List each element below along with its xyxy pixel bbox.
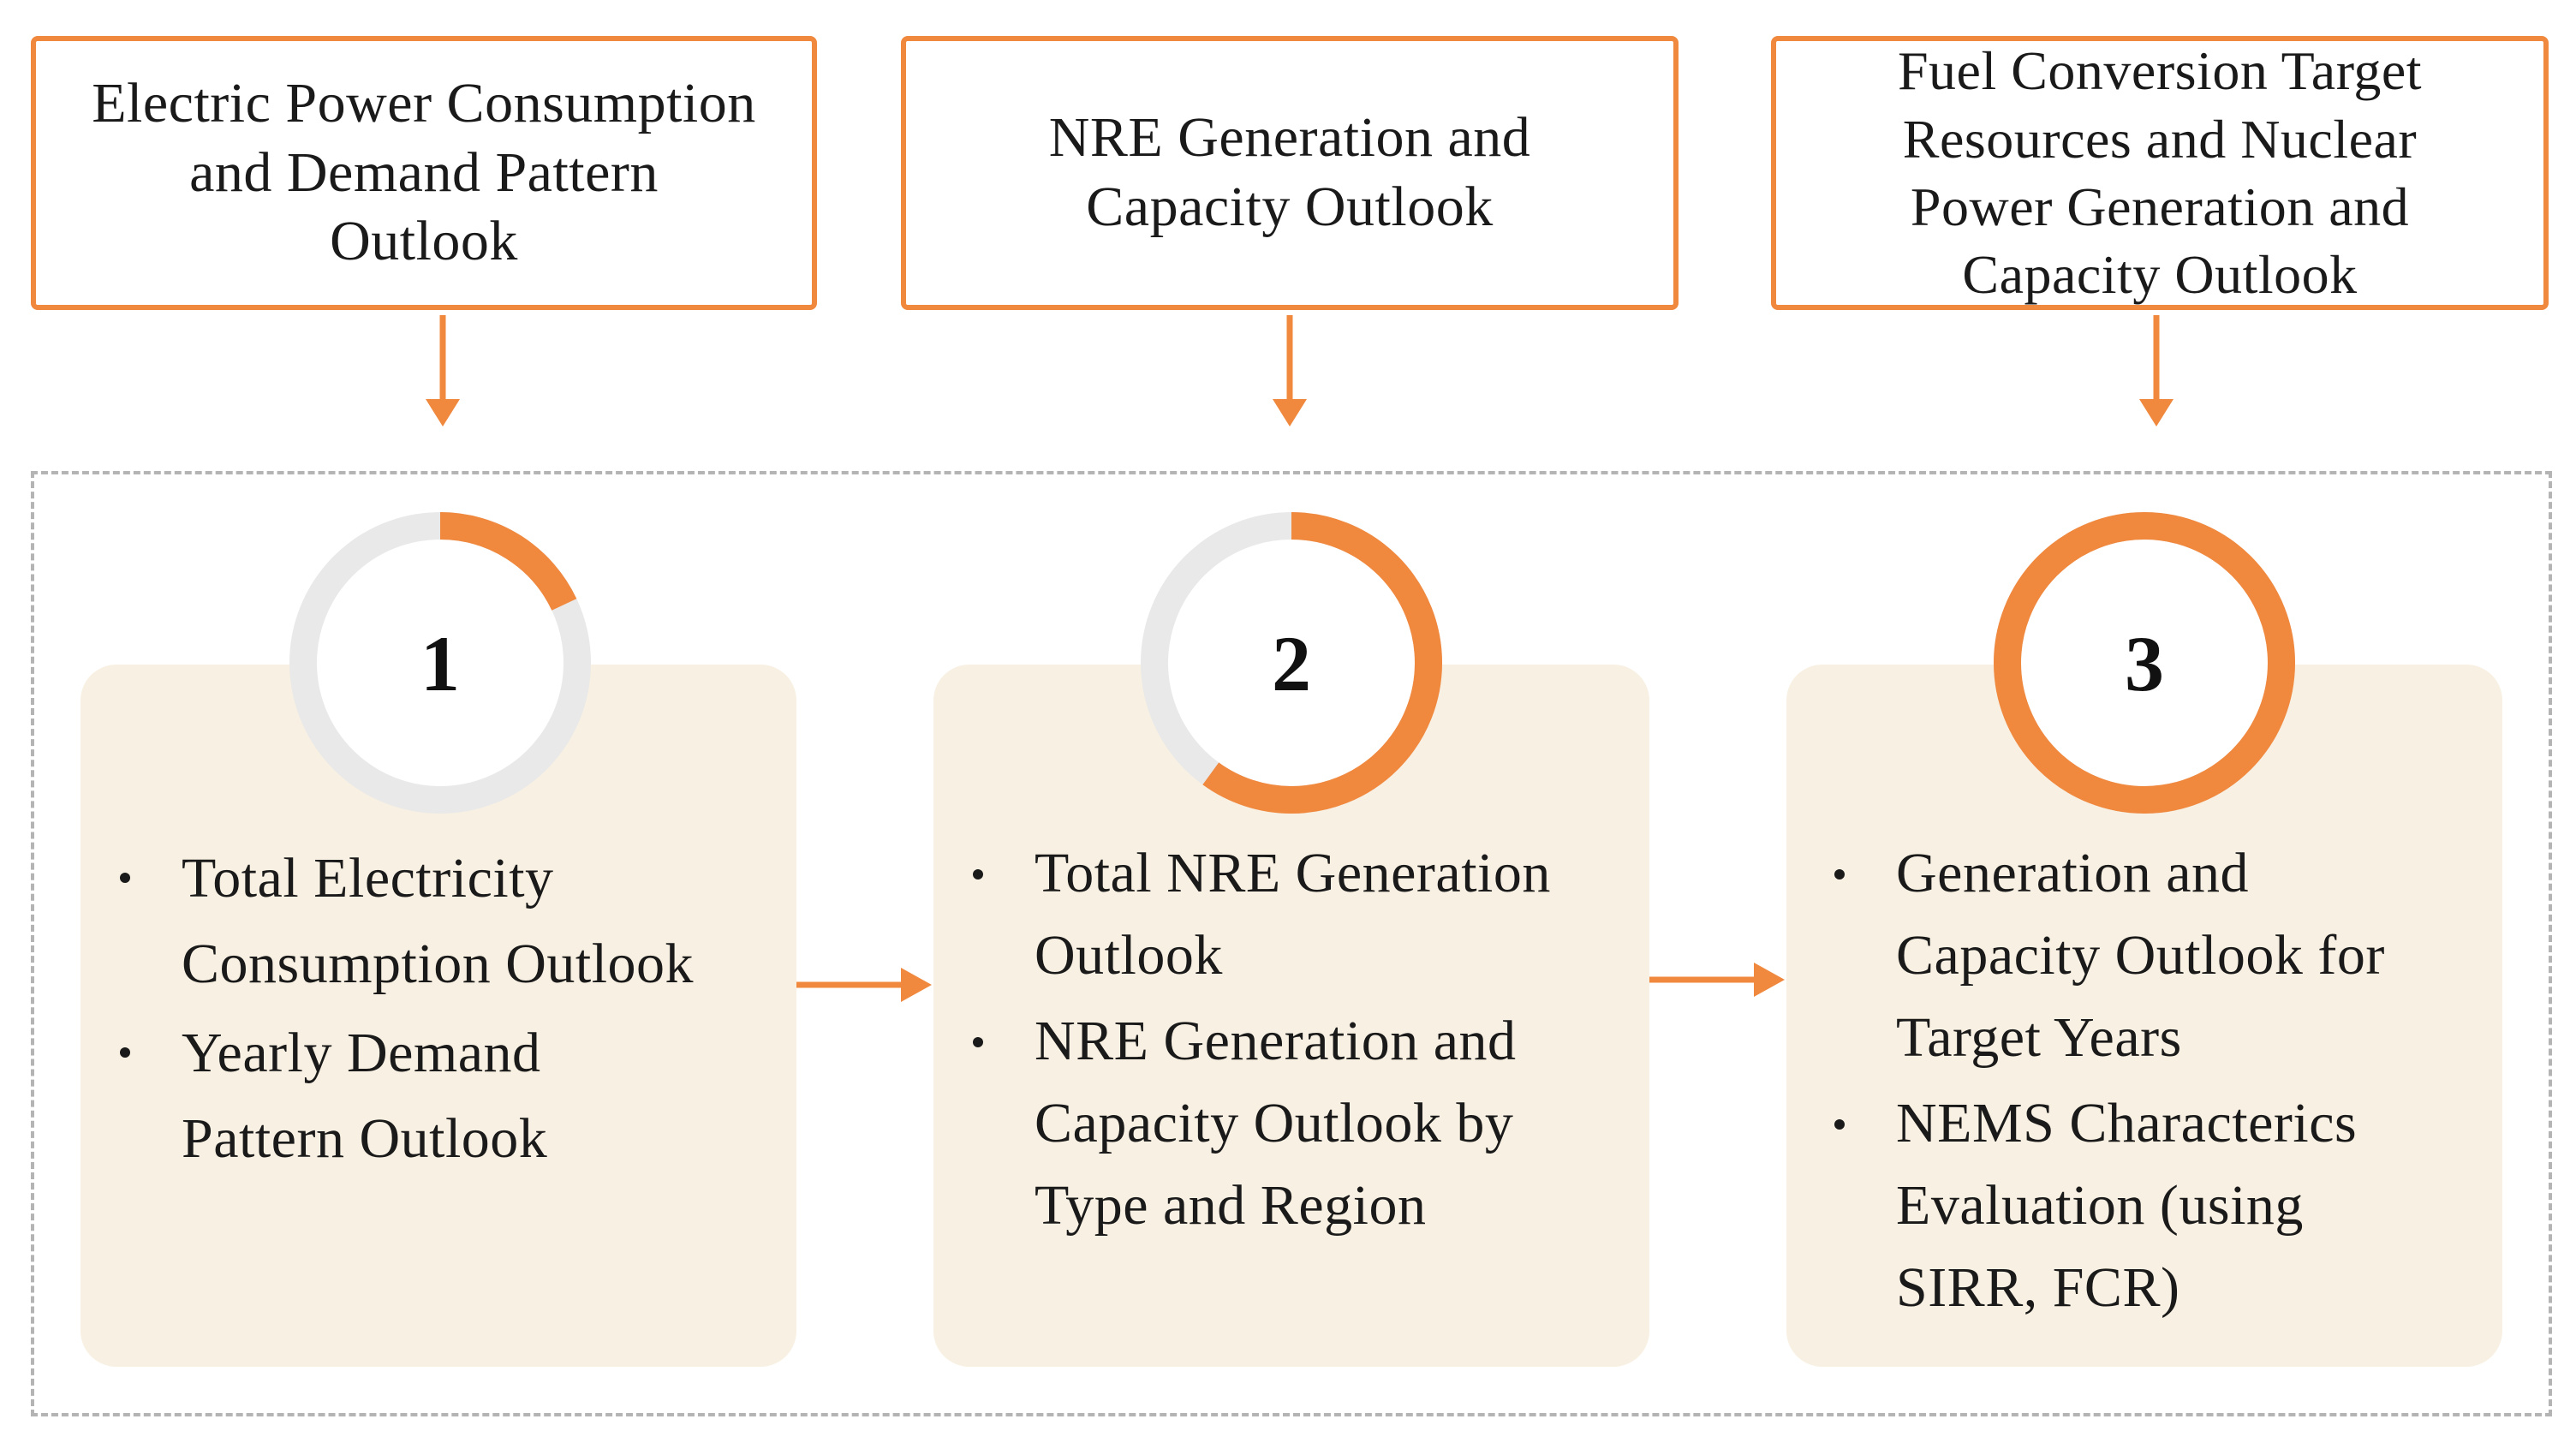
bullet-line: SIRR, FCR) bbox=[1896, 1256, 2180, 1319]
step-2-bullet-list: Total NRE Generation Outlook NRE Generat… bbox=[933, 832, 1649, 1250]
ring-progress-arc bbox=[289, 512, 591, 814]
ring-progress-arc bbox=[1141, 512, 1442, 814]
right-arrow-icon bbox=[796, 968, 932, 1002]
bullet-icon bbox=[1834, 869, 1845, 880]
list-item: Yearly Demand Pattern Outlook bbox=[80, 1011, 796, 1182]
step-3-bullet-list: Generation and Capacity Outlook for Targ… bbox=[1795, 832, 2511, 1333]
step-number: 3 bbox=[2125, 620, 2164, 707]
input-box-line: Power Generation and bbox=[1910, 176, 2410, 237]
bullet-line: Capacity Outlook for bbox=[1896, 924, 2385, 987]
ring-progress-arc bbox=[1994, 512, 2295, 814]
input-box-line: NRE Generation and bbox=[1048, 106, 1531, 170]
down-arrow-icon bbox=[2139, 315, 2174, 426]
process-frame bbox=[31, 471, 2552, 1416]
list-item: NRE Generation and Capacity Outlook by T… bbox=[933, 1000, 1649, 1247]
list-item: Generation and Capacity Outlook for Targ… bbox=[1795, 832, 2511, 1079]
input-box-fuel-conversion: Fuel Conversion Target Resources and Nuc… bbox=[1771, 36, 2549, 310]
list-item: NEMS Characterics Evaluation (using SIRR… bbox=[1795, 1082, 2511, 1329]
bullet-line: Yearly Demand bbox=[182, 1022, 541, 1084]
input-box-line: Outlook bbox=[330, 210, 518, 273]
input-box-text: NRE Generation and Capacity Outlook bbox=[1049, 104, 1531, 242]
input-box-text: Fuel Conversion Target Resources and Nuc… bbox=[1898, 37, 2422, 308]
input-box-electric-power-consumption: Electric Power Consumption and Demand Pa… bbox=[31, 36, 817, 310]
down-arrow-icon bbox=[1273, 315, 1307, 426]
input-box-nre-generation: NRE Generation and Capacity Outlook bbox=[901, 36, 1679, 310]
bullet-line: Target Years bbox=[1896, 1006, 2182, 1069]
bullet-line: Total NRE Generation bbox=[1035, 842, 1551, 904]
step-ring-1: 1 bbox=[289, 512, 591, 814]
step-ring-2: 2 bbox=[1141, 512, 1442, 814]
input-box-line: Capacity Outlook bbox=[1962, 244, 2358, 306]
step-1-bullet-list: Total Electricity Consumption Outlook Ye… bbox=[80, 836, 796, 1185]
bullet-icon bbox=[973, 1037, 983, 1047]
step-number: 2 bbox=[1272, 620, 1311, 707]
input-box-line: Resources and Nuclear bbox=[1902, 108, 2418, 170]
list-item: Total Electricity Consumption Outlook bbox=[80, 836, 796, 1007]
bullet-line: Capacity Outlook by bbox=[1035, 1092, 1514, 1154]
bullet-line: Generation and bbox=[1896, 842, 2249, 904]
bullet-line: Consumption Outlook bbox=[182, 933, 695, 995]
bullet-line: Total Electricity bbox=[182, 847, 554, 909]
bullet-icon bbox=[973, 869, 983, 880]
step-number: 1 bbox=[420, 620, 460, 707]
bullet-icon bbox=[1834, 1119, 1845, 1130]
input-box-line: Electric Power Consumption bbox=[92, 72, 756, 135]
bullet-line: Type and Region bbox=[1035, 1174, 1427, 1237]
list-item: Total NRE Generation Outlook bbox=[933, 832, 1649, 997]
bullet-icon bbox=[120, 1047, 130, 1058]
bullet-icon bbox=[120, 873, 130, 883]
bullet-line: Outlook bbox=[1035, 924, 1223, 987]
step-ring-3: 3 bbox=[1994, 512, 2295, 814]
bullet-line: NEMS Characterics bbox=[1896, 1092, 2358, 1154]
right-arrow-icon bbox=[1649, 963, 1785, 997]
bullet-line: Pattern Outlook bbox=[182, 1107, 548, 1170]
input-box-text: Electric Power Consumption and Demand Pa… bbox=[92, 69, 756, 277]
down-arrow-icon bbox=[426, 315, 460, 426]
input-box-line: and Demand Pattern bbox=[189, 140, 659, 204]
input-box-line: Fuel Conversion Target bbox=[1897, 40, 2423, 102]
input-box-line: Capacity Outlook bbox=[1086, 176, 1494, 238]
bullet-line: NRE Generation and bbox=[1035, 1010, 1517, 1072]
bullet-line: Evaluation (using bbox=[1896, 1174, 2304, 1237]
